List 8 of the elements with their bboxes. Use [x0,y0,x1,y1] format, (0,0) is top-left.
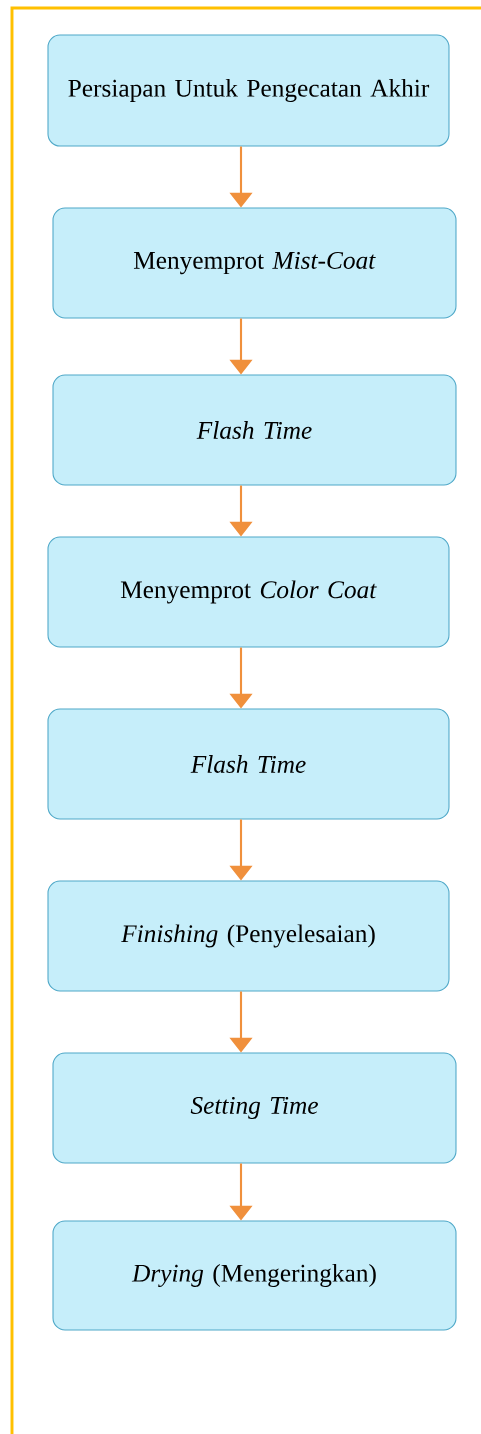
process-box: Menyemprot Mist-Coat [52,207,457,319]
process-box: Finishing (Penyelesaian) [47,880,450,992]
process-box: Persiapan Untuk Pengecatan Akhir [47,34,450,147]
process-box: Setting Time [52,1052,457,1164]
process-box: Drying (Mengeringkan) [52,1220,457,1331]
process-box: Flash Time [52,374,457,486]
process-box: Menyemprot Color Coat [47,536,450,648]
process-box: Flash Time [47,708,450,820]
